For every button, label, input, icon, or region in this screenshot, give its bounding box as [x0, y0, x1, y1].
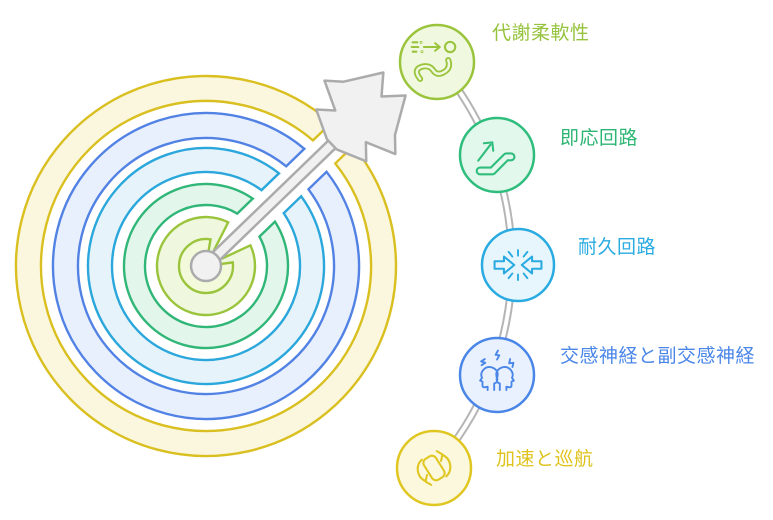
- arrow-in-bullseye: [189, 71, 407, 283]
- node-label-rapid-response-circuit: 即応回路: [560, 128, 639, 149]
- arrow-shaft: [203, 133, 343, 269]
- node-acceleration-and-cruising: [395, 429, 473, 507]
- ring-cyan: [86, 146, 326, 386]
- node-label-sympathetic-parasympathetic: 交感神経と副交感神経: [560, 346, 756, 367]
- ring-gold: [14, 74, 398, 458]
- node-rapid-response-circuit: [458, 116, 536, 194]
- arrow-fletching: [314, 71, 407, 163]
- node-metabolic-flexibility: [398, 23, 476, 101]
- node-label-endurance-circuit: 耐久回路: [578, 237, 657, 258]
- bullseye-center-dot: [189, 249, 223, 283]
- chain-nodes: [395, 23, 556, 507]
- ring-green: [122, 182, 290, 350]
- node-label-metabolic-flexibility: 代謝柔軟性: [492, 23, 590, 44]
- node-endurance-circuit: [480, 227, 556, 303]
- node-label-acceleration-and-cruising: 加速と巡航: [496, 449, 594, 470]
- ring-blue: [51, 111, 361, 421]
